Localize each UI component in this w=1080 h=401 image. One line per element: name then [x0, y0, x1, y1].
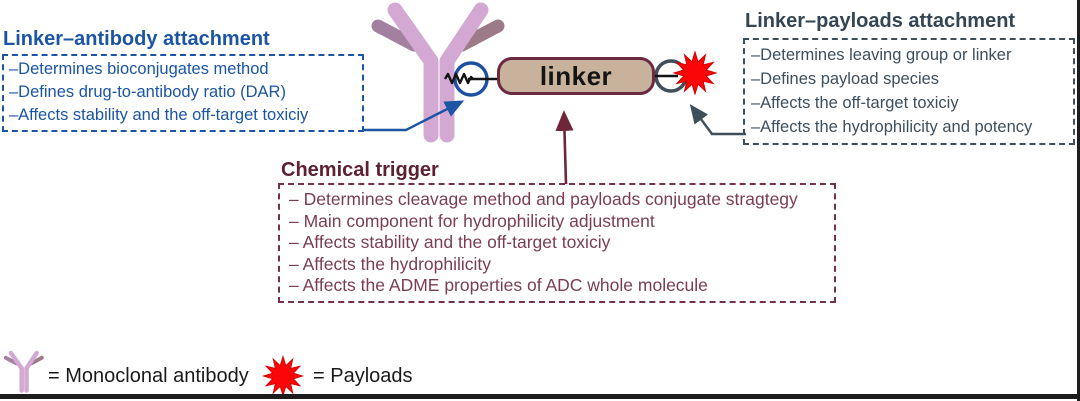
linker-payloads-callout-arrow	[689, 104, 746, 136]
bullet-item: –Affects the hydrophilicity and potency	[751, 118, 1033, 136]
linker-capsule-label: linker	[539, 60, 613, 91]
chemical-trigger-callout-arrow	[555, 110, 574, 185]
bullet-item: –Determines leaving group or linker	[751, 46, 1012, 64]
zigzag-bond-icon	[443, 72, 474, 85]
bullet-item: –Affects the off-target toxiciy	[751, 94, 959, 112]
bullet-item: – Main component for hydrophilicity adju…	[289, 210, 655, 231]
linker-capsule: linker	[497, 57, 655, 95]
linker-antibody-callout-arrow	[362, 100, 465, 132]
linker-payloads-box: –Determines leaving group or linker –Def…	[743, 38, 1075, 145]
legend-payloads-label: = Payloads	[313, 365, 413, 387]
bullet-item: – Affects the ADME properties of ADC who…	[289, 275, 708, 295]
figure-border-right	[1077, 0, 1080, 401]
bullet-item: –Determines bioconjugates method	[9, 60, 269, 78]
legend-payload-icon	[263, 356, 303, 396]
bullet-item: – Determines cleavage method and payload…	[289, 189, 798, 209]
figure-border-bottom	[0, 394, 1080, 399]
bullet-item: –Defines drug-to-antibody ratio (DAR)	[9, 83, 286, 101]
bullet-item: –Defines payload species	[751, 70, 940, 88]
linker-antibody-box: –Determines bioconjugates method –Define…	[2, 54, 364, 132]
legend-antibody-label: = Monoclonal antibody	[48, 365, 249, 387]
legend-antibody-icon	[6, 353, 42, 391]
bullet-item: – Affects the hydrophilicity	[289, 253, 492, 274]
linker-payloads-title: Linker–payloads attachment	[745, 10, 1016, 32]
chemical-trigger-box: – Determines cleavage method and payload…	[278, 183, 836, 303]
chemical-trigger-title: Chemical trigger	[281, 159, 439, 181]
bullet-item: –Affects stability and the off-target to…	[9, 106, 309, 124]
bullet-item: – Affects stability and the off-target t…	[289, 232, 611, 252]
linker-antibody-title: Linker–antibody attachment	[3, 28, 270, 50]
